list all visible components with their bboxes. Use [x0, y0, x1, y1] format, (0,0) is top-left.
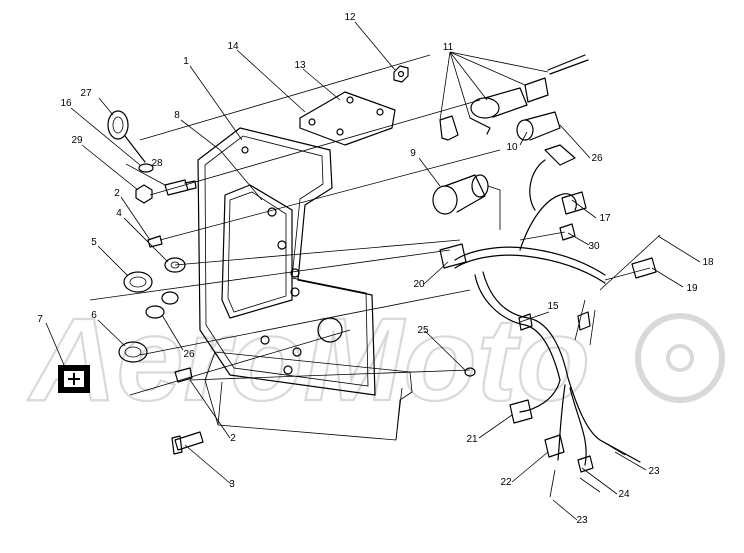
- callout-17: 17: [599, 213, 611, 224]
- console-bracket: [197, 127, 376, 396]
- callout-16: 16: [60, 98, 72, 109]
- callout-28: 28: [151, 158, 163, 169]
- nut-26-left: [145, 291, 179, 319]
- watermark-logo: AeroMoto: [26, 293, 725, 427]
- callout-26-right: 26: [591, 153, 603, 164]
- callout-20: 20: [413, 279, 425, 290]
- support-bracket: [204, 351, 413, 441]
- washer-16: [138, 163, 154, 173]
- screw-2-upper: [147, 235, 163, 248]
- callout-4: 4: [116, 208, 122, 219]
- callout-25: 25: [417, 325, 429, 336]
- eye-bolt: [107, 110, 146, 163]
- callout-labels: 1 2 2 3 4 5 6 7 8 9 10 11 12 13 14 15 16…: [37, 12, 714, 526]
- callout-29: 29: [71, 135, 83, 146]
- callout-2-upper: 2: [114, 188, 120, 199]
- callout-12: 12: [344, 12, 356, 23]
- mounting-plate: [299, 91, 396, 146]
- callout-22: 22: [500, 477, 512, 488]
- callout-23-bottom: 23: [576, 515, 588, 526]
- grommet-25: [464, 367, 476, 377]
- nut-29: [135, 184, 153, 204]
- callout-8: 8: [174, 110, 180, 121]
- callout-23-right: 23: [648, 466, 660, 477]
- callout-19: 19: [686, 283, 698, 294]
- decal-7: [58, 365, 90, 393]
- bolt-2-lower: [174, 367, 193, 383]
- callout-13: 13: [294, 60, 306, 71]
- bolt-28: [164, 179, 197, 196]
- callout-10: 10: [506, 142, 518, 153]
- callout-27: 27: [80, 88, 92, 99]
- bolt-3: [171, 431, 204, 455]
- callout-5: 5: [91, 237, 97, 248]
- callout-2-lower: 2: [230, 433, 236, 444]
- callout-21: 21: [466, 434, 478, 445]
- callout-18: 18: [702, 257, 714, 268]
- callout-6: 6: [91, 310, 97, 321]
- callout-1: 1: [183, 56, 189, 67]
- callout-14: 14: [227, 41, 239, 52]
- assembly-lines: [89, 54, 501, 396]
- svg-text:AeroMoto: AeroMoto: [27, 294, 590, 426]
- callout-9: 9: [410, 148, 416, 159]
- callout-30: 30: [588, 241, 600, 252]
- callout-3: 3: [229, 479, 235, 490]
- leader-lines: [45, 21, 701, 521]
- bezel-5: [123, 271, 153, 293]
- callout-26-left: 26: [183, 349, 195, 360]
- key-switch-assembly: [439, 54, 589, 141]
- solenoid: [432, 174, 501, 230]
- callout-7: 7: [37, 314, 43, 325]
- wiring-harness: [439, 159, 661, 498]
- nut-12: [393, 65, 409, 83]
- toggle-switch: [516, 111, 576, 166]
- bezel-6: [118, 341, 148, 363]
- callout-11: 11: [443, 42, 454, 53]
- callout-15: 15: [547, 301, 559, 312]
- callout-24: 24: [618, 489, 630, 500]
